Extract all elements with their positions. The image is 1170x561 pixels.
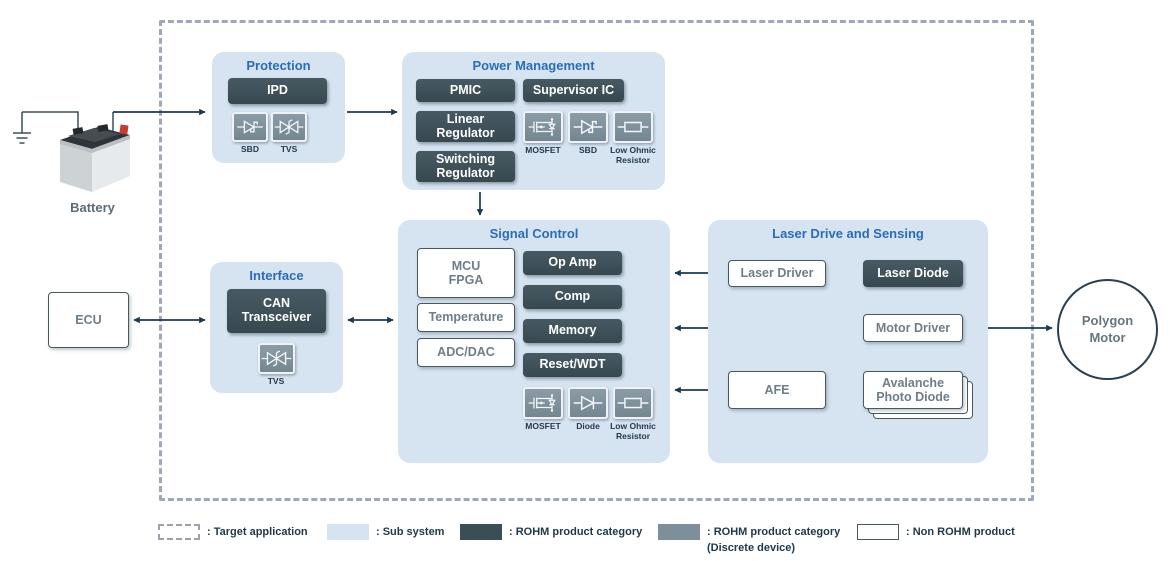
afe-box: AFE <box>728 371 826 409</box>
legend-item-sub-system: : Sub system <box>327 524 444 540</box>
laser-diode-label: Laser Diode <box>877 265 949 280</box>
sbd-diode-icon <box>236 120 264 134</box>
block-title: Interface <box>249 268 304 283</box>
supervisor-ic-label: Supervisor IC <box>532 82 615 97</box>
op-amp-box: Op Amp <box>523 251 622 275</box>
linear-regulator-label: Linear Regulator <box>436 111 495 140</box>
memory-box: Memory <box>523 319 622 343</box>
rohm-product-swatch <box>460 524 502 540</box>
sbd-label: SBD <box>579 145 597 155</box>
switching-regulator-label: Switching Regulator <box>435 151 496 180</box>
block-title: Signal Control <box>489 226 579 241</box>
linear-regulator-box: Linear Regulator <box>416 111 515 142</box>
legend-item-non-rohm: : Non ROHM product <box>857 524 1015 540</box>
resistor-icon <box>616 397 650 409</box>
avalanche-photo-diode-stack: Avalanche Photo Diode <box>863 371 973 419</box>
avalanche-photo-diode-box: Avalanche Photo Diode <box>863 371 963 409</box>
legend-item-rohm-discrete: : ROHM product category (Discrete device… <box>658 524 840 556</box>
can-transceiver-box: CAN Transceiver <box>227 289 326 333</box>
pmic-label: PMIC <box>449 82 482 97</box>
block-title: Protection <box>246 58 311 73</box>
sbd-label: SBD <box>241 144 259 154</box>
battery-icon <box>60 124 130 192</box>
legend-label: : ROHM product category <box>509 526 643 538</box>
tvs-diode-icon <box>260 350 293 367</box>
legend-label: : Non ROHM product <box>906 526 1015 538</box>
tvs-label: TVS <box>267 376 285 386</box>
avalanche-photo-diode-label: Avalanche Photo Diode <box>876 375 950 404</box>
memory-label: Memory <box>548 323 597 338</box>
tvs-label: TVS <box>280 144 298 154</box>
sub-system-swatch <box>327 524 369 540</box>
signal-control-block: Signal Control MCU FPGA Temperature ADC/… <box>398 220 670 463</box>
ipd-box: IPD <box>228 78 327 104</box>
rohm-discrete-swatch <box>658 524 700 540</box>
polygon-motor-label: Polygon Motor <box>1081 313 1134 345</box>
afe-label: AFE <box>764 382 790 397</box>
legend-label: : Target application <box>207 526 308 538</box>
target-application-swatch <box>158 524 200 540</box>
switching-regulator-box: Switching Regulator <box>416 151 515 182</box>
low-ohmic-resistor-label: Low Ohmic Resistor <box>610 145 656 165</box>
block-title: Power Management <box>472 58 595 73</box>
laser-driver-box: Laser Driver <box>728 260 826 287</box>
comp-label: Comp <box>554 289 591 304</box>
polygon-motor-circle: Polygon Motor <box>1057 279 1158 380</box>
protection-block: Protection IPD SBD TVS <box>212 52 345 163</box>
battery-label: Battery <box>70 200 115 215</box>
can-transceiver-label: CAN Transceiver <box>241 296 312 324</box>
power-management-block: Power Management PMIC Supervisor IC Line… <box>402 52 665 190</box>
low-ohmic-resistor-icon-box <box>613 387 653 419</box>
low-ohmic-resistor-label: Low Ohmic Resistor <box>610 421 656 441</box>
target-application-border <box>159 20 1034 501</box>
mosfet-icon-box <box>523 387 563 419</box>
ground-icon <box>13 112 31 144</box>
laser-diode-box: Laser Diode <box>863 260 963 287</box>
temperature-box: Temperature <box>417 303 515 332</box>
tvs-diode-icon <box>273 119 305 135</box>
legend-item-rohm-product: : ROHM product category <box>460 524 642 540</box>
legend-label: : Sub system <box>376 526 445 538</box>
ipd-label: IPD <box>267 83 288 98</box>
sbd-icon-box <box>568 111 608 143</box>
pmic-box: PMIC <box>416 79 515 102</box>
legend-item-target-application: : Target application <box>158 524 308 540</box>
sbd-diode-icon <box>572 119 604 135</box>
mosfet-label: MOSFET <box>525 145 561 155</box>
temperature-label: Temperature <box>428 310 504 325</box>
motor-driver-box: Motor Driver <box>863 314 963 342</box>
non-rohm-swatch <box>857 524 899 540</box>
tvs-icon-box <box>271 112 307 142</box>
block-title: Laser Drive and Sensing <box>772 226 924 241</box>
low-ohmic-resistor-icon-box <box>613 111 653 143</box>
reset-wdt-box: Reset/WDT <box>523 353 622 377</box>
supervisor-ic-box: Supervisor IC <box>523 79 624 102</box>
motor-driver-label: Motor Driver <box>875 320 951 335</box>
adc-dac-box: ADC/DAC <box>417 338 515 367</box>
mosfet-icon <box>527 117 556 137</box>
diode-label: Diode <box>576 421 600 431</box>
mosfet-icon-box <box>523 111 563 143</box>
laser-drive-sensing-block: Laser Drive and Sensing Laser Driver Las… <box>708 220 988 463</box>
laser-driver-label: Laser Driver <box>740 266 814 281</box>
interface-block: Interface CAN Transceiver TVS <box>210 262 343 393</box>
op-amp-label: Op Amp <box>548 255 597 270</box>
diode-icon <box>572 395 604 411</box>
mcu-fpga-label: MCU FPGA <box>448 258 484 287</box>
tvs-icon-box <box>258 343 295 374</box>
ecu-box: ECU <box>48 292 129 348</box>
ecu-label: ECU <box>75 312 102 327</box>
mosfet-label: MOSFET <box>525 421 561 431</box>
comp-box: Comp <box>523 285 622 309</box>
legend-label: : ROHM product category (Discrete device… <box>707 526 841 554</box>
reset-wdt-label: Reset/WDT <box>539 357 606 372</box>
mosfet-icon <box>527 393 556 413</box>
adc-dac-label: ADC/DAC <box>437 345 495 360</box>
mcu-fpga-box: MCU FPGA <box>417 248 515 298</box>
resistor-icon <box>616 121 650 133</box>
diode-icon-box <box>568 387 608 419</box>
sbd-icon-box <box>232 112 268 142</box>
